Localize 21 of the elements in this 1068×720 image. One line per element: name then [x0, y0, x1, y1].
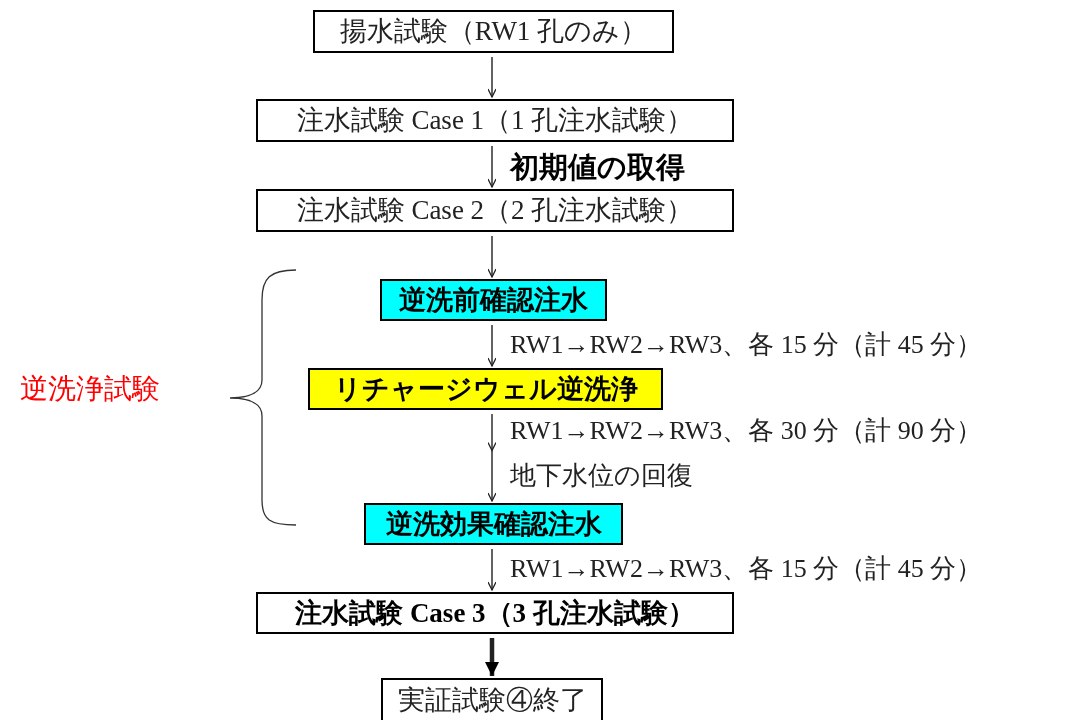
arrow: [487, 324, 497, 367]
process-box: 注水試験 Case 2（2 孔注水試験）: [256, 189, 734, 232]
process-box: 揚水試験（RW1 孔のみ）: [313, 10, 674, 53]
process-box: 注水試験 Case 1（1 孔注水試験）: [256, 99, 734, 142]
process-box: 逆洗効果確認注水: [364, 503, 623, 545]
process-box: 逆洗前確認注水: [380, 279, 607, 321]
arrow: [487, 548, 497, 591]
arrow: [487, 56, 497, 98]
process-box: 注水試験 Case 3（3 孔注水試験）: [256, 592, 734, 634]
note-text: 地下水位の回復: [510, 462, 693, 491]
edge-label: RW1→RW2→RW3、各 15 分（計 45 分）: [510, 554, 983, 584]
edge-label: RW1→RW2→RW3、各 15 分（計 45 分）: [510, 330, 983, 360]
process-box: リチャージウェル逆洗浄: [308, 368, 663, 410]
edge-label: 初期値の取得: [510, 151, 685, 184]
arrow: [485, 638, 499, 676]
arrow: [487, 145, 497, 188]
arrow: [487, 235, 497, 278]
group-label: 逆洗浄試験: [20, 374, 160, 405]
arrow: [488, 413, 496, 502]
edge-label: RW1→RW2→RW3、各 30 分（計 90 分）: [510, 417, 983, 446]
process-box: 実証試験④終了: [381, 678, 603, 720]
